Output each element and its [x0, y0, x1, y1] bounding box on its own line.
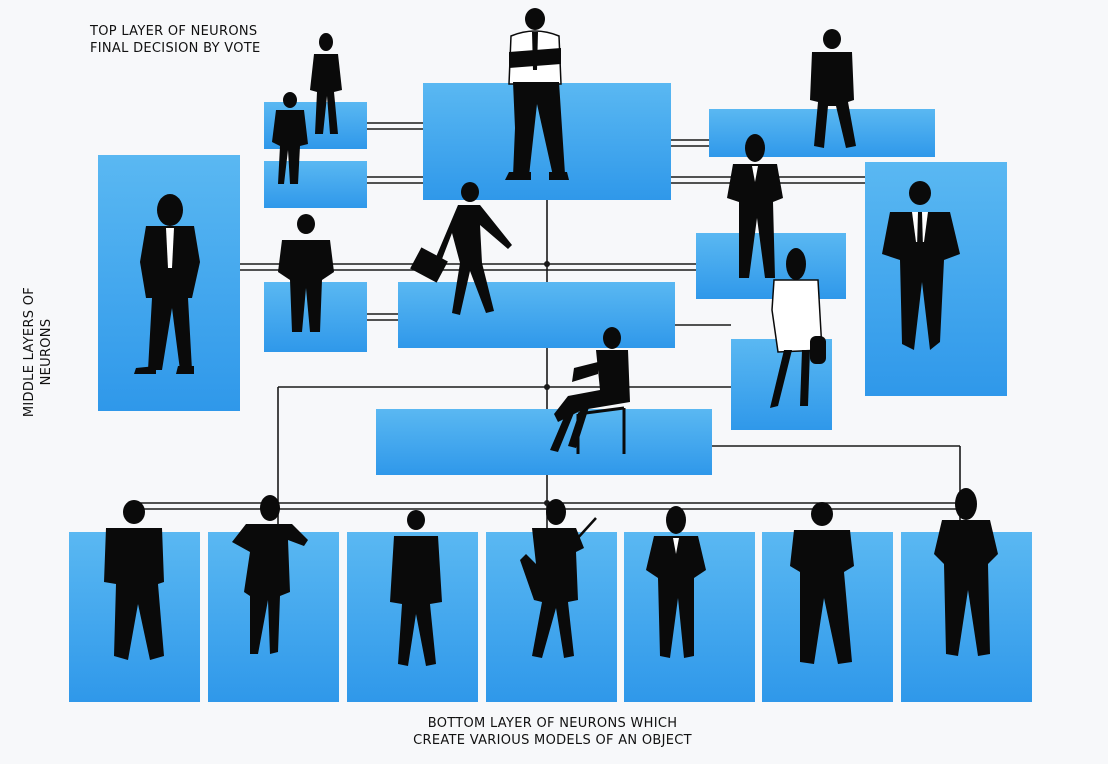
bottom-woman-hips-figure	[646, 506, 706, 658]
man-seated-chair-figure	[550, 327, 630, 454]
bottom-woman-hips-figure-2	[934, 488, 998, 656]
bottom-woman-pointer-figure	[520, 499, 597, 658]
man-standing-figure	[810, 29, 856, 148]
man-walking-figure	[272, 92, 308, 184]
silhouettes	[104, 8, 998, 666]
woman-standing-figure	[310, 33, 342, 134]
top-layer-label: TOP LAYER OF NEURONS FINAL DECISION BY V…	[90, 23, 261, 57]
woman-standing-figure-2	[727, 134, 783, 278]
man-arms-crossed-figure	[505, 8, 569, 180]
box-lower-center	[376, 409, 712, 475]
bottom-man-hips-figure	[790, 502, 854, 664]
bottom-man-1-figure	[104, 500, 164, 660]
woman-hands-on-hips-figure	[134, 194, 200, 374]
bottom-label-line1: BOTTOM LAYER OF NEURONS WHICH	[427, 716, 678, 731]
box-mid-center	[398, 282, 675, 348]
top-label-line1: TOP LAYER OF NEURONS	[90, 24, 258, 39]
top-label-line2: FINAL DECISION BY VOTE	[90, 41, 261, 56]
bottom-woman-phone-figure	[232, 495, 308, 654]
man-in-suit-figure	[882, 181, 960, 350]
woman-lab-coat-figure	[770, 248, 826, 408]
middle-layers-label: MIDDLE LAYERS OF NEURONS	[22, 286, 54, 418]
bottom-man-2-figure	[390, 510, 442, 666]
woman-with-briefcase-figure	[410, 182, 512, 315]
bottom-label-line2: CREATE VARIOUS MODELS OF AN OBJECT	[413, 733, 692, 748]
bottom-layer-label: BOTTOM LAYER OF NEURONS WHICH CREATE VAR…	[380, 715, 725, 749]
man-hands-on-hips-figure	[278, 214, 334, 332]
